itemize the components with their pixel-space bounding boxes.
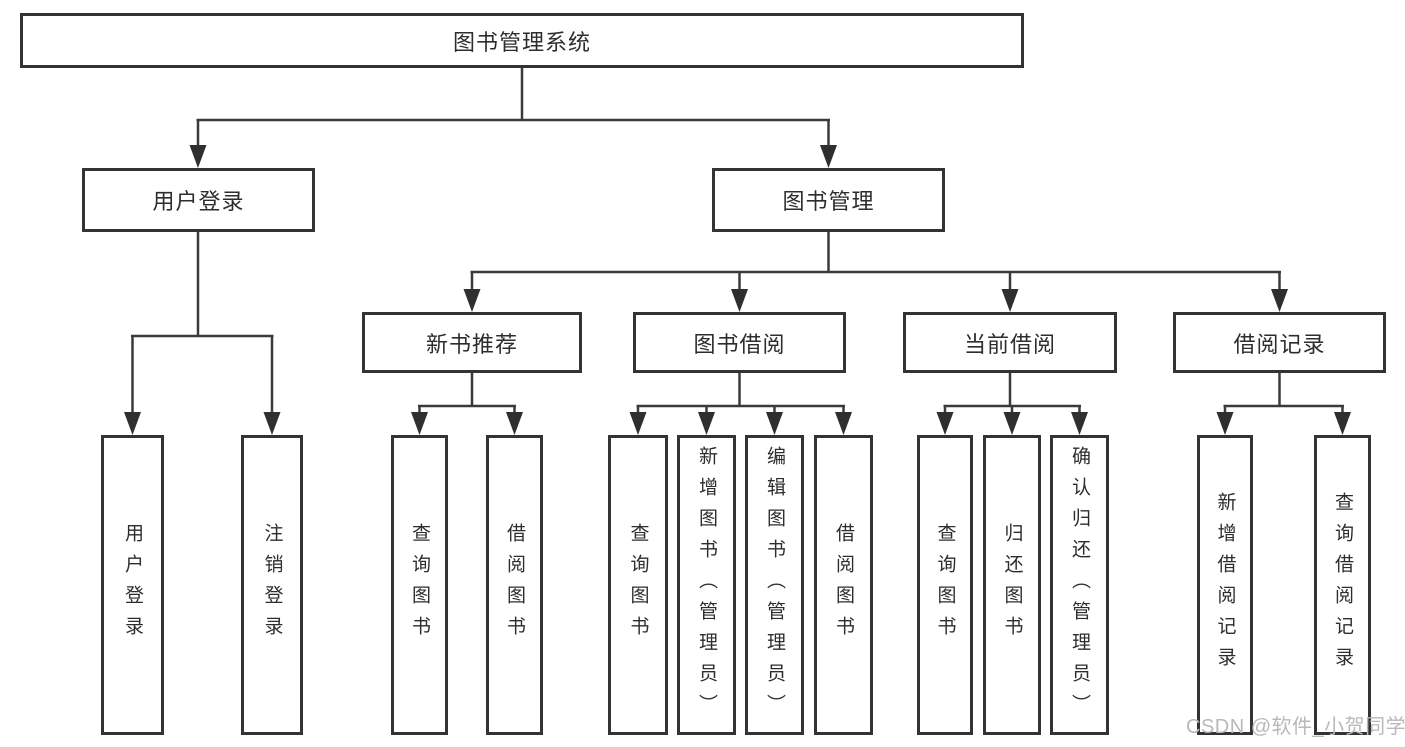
connector-current-borrow-children — [943, 373, 1081, 416]
connector-root-to-level2 — [196, 68, 830, 148]
leaf-query-books-recommend: 查询图书 — [391, 435, 448, 735]
csdn-watermark: CSDN @软件_小贺同学 — [1186, 716, 1405, 738]
leaf-borrow-books-borrowing: 借阅图书 — [814, 435, 873, 735]
connector-new-book-children — [418, 373, 516, 416]
branch-book-management: 图书管理 — [712, 168, 945, 232]
leaf-query-borrow-record: 查询借阅记录 — [1314, 435, 1371, 735]
leaf-return-books: 归还图书 — [983, 435, 1041, 735]
connector-book-borrow-children — [636, 373, 845, 416]
leaf-confirm-return-admin: 确认归还（管理员） — [1050, 435, 1109, 735]
leaf-user-login: 用户登录 — [101, 435, 164, 735]
leaf-query-books-current: 查询图书 — [917, 435, 973, 735]
group-borrowing-records: 借阅记录 — [1173, 312, 1386, 373]
connector-book-management-children — [470, 232, 1281, 292]
group-new-book-recommendation: 新书推荐 — [362, 312, 582, 373]
leaf-add-borrow-record: 新增借阅记录 — [1197, 435, 1253, 735]
leaf-add-book-admin: 新增图书（管理员） — [677, 435, 736, 735]
connector-records-children — [1223, 373, 1344, 416]
root-node-library-management-system: 图书管理系统 — [20, 13, 1024, 68]
connector-user-login-children — [131, 232, 274, 414]
leaf-borrow-books-recommend: 借阅图书 — [486, 435, 543, 735]
group-book-borrowing: 图书借阅 — [633, 312, 846, 373]
leaf-edit-book-admin: 编辑图书（管理员） — [745, 435, 804, 735]
leaf-logout: 注销登录 — [241, 435, 303, 735]
leaf-query-books-borrowing: 查询图书 — [608, 435, 668, 735]
group-current-borrowing: 当前借阅 — [903, 312, 1117, 373]
branch-user-login: 用户登录 — [82, 168, 315, 232]
